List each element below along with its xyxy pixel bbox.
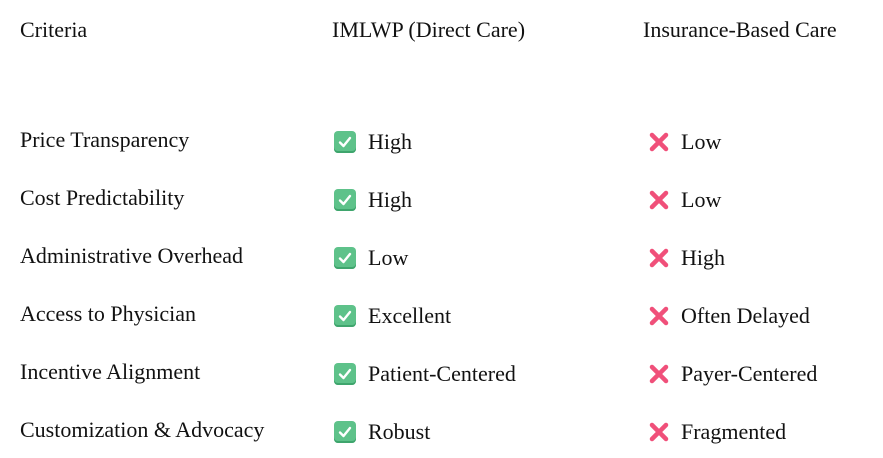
check-mark-icon bbox=[334, 421, 356, 443]
insurance-value: Often Delayed bbox=[643, 303, 810, 329]
insurance-value: High bbox=[643, 245, 725, 271]
criteria-label: Administrative Overhead bbox=[20, 243, 243, 268]
criteria-label: Access to Physician bbox=[20, 301, 196, 326]
imlwp-value: Excellent bbox=[332, 303, 451, 329]
imlwp-value-text: Patient-Centered bbox=[368, 361, 516, 386]
header-criteria: Criteria bbox=[20, 17, 88, 42]
insurance-value-text: Payer-Centered bbox=[681, 361, 818, 386]
check-mark-icon bbox=[334, 305, 356, 327]
check-mark-icon bbox=[334, 363, 356, 385]
criteria-label: Cost Predictability bbox=[20, 185, 185, 210]
cross-mark-icon bbox=[647, 420, 671, 444]
check-mark-icon bbox=[334, 189, 356, 211]
imlwp-value-text: High bbox=[368, 129, 412, 154]
criteria-label: Price Transparency bbox=[20, 127, 190, 152]
insurance-value: Fragmented bbox=[643, 419, 786, 445]
cross-mark-icon bbox=[647, 362, 671, 386]
insurance-value-text: Often Delayed bbox=[681, 303, 810, 328]
check-mark-icon bbox=[334, 247, 356, 269]
cross-mark-icon bbox=[647, 130, 671, 154]
criteria-label: Incentive Alignment bbox=[20, 359, 201, 384]
imlwp-value-text: Robust bbox=[368, 419, 431, 444]
imlwp-value-text: Low bbox=[368, 245, 409, 270]
imlwp-value-text: Excellent bbox=[368, 303, 452, 328]
check-mark-icon bbox=[334, 131, 356, 153]
imlwp-value: Robust bbox=[332, 419, 430, 445]
cross-mark-icon bbox=[647, 304, 671, 328]
insurance-value-text: Low bbox=[681, 187, 722, 212]
insurance-value: Payer-Centered bbox=[643, 361, 817, 387]
imlwp-value: High bbox=[332, 129, 412, 155]
cross-mark-icon bbox=[647, 246, 671, 270]
insurance-value-text: Fragmented bbox=[681, 419, 787, 444]
imlwp-value-text: High bbox=[368, 187, 412, 212]
insurance-value-text: Low bbox=[681, 129, 722, 154]
imlwp-value: Patient-Centered bbox=[332, 361, 516, 387]
header-imlwp: IMLWP (Direct Care) bbox=[332, 17, 526, 42]
insurance-value: Low bbox=[643, 129, 721, 155]
criteria-label: Customization & Advocacy bbox=[20, 417, 265, 442]
imlwp-value: Low bbox=[332, 245, 408, 271]
imlwp-value: High bbox=[332, 187, 412, 213]
insurance-value-text: High bbox=[681, 245, 725, 270]
header-insurance: Insurance-Based Care bbox=[643, 17, 837, 42]
cross-mark-icon bbox=[647, 188, 671, 212]
insurance-value: Low bbox=[643, 187, 721, 213]
